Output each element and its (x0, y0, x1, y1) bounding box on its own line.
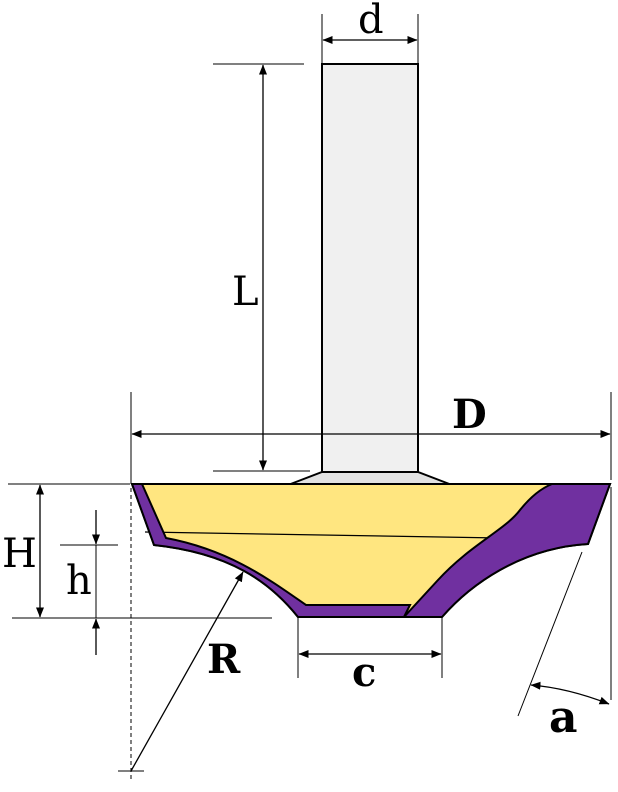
label-h: h (66, 558, 92, 604)
label-D: D (452, 391, 487, 438)
label-a: a (549, 692, 578, 743)
dim-R-arrow (130, 571, 244, 772)
label-H: H (2, 531, 37, 577)
label-d: d (358, 0, 384, 43)
label-R: R (207, 636, 241, 683)
cutter-edge-right (401, 483, 612, 618)
label-c: c (352, 649, 376, 696)
dim-a-arc (530, 681, 610, 705)
shank (321, 63, 419, 473)
cutter-edge-left (130, 483, 412, 618)
label-L: L (232, 269, 259, 315)
body-inner-line (144, 531, 501, 539)
